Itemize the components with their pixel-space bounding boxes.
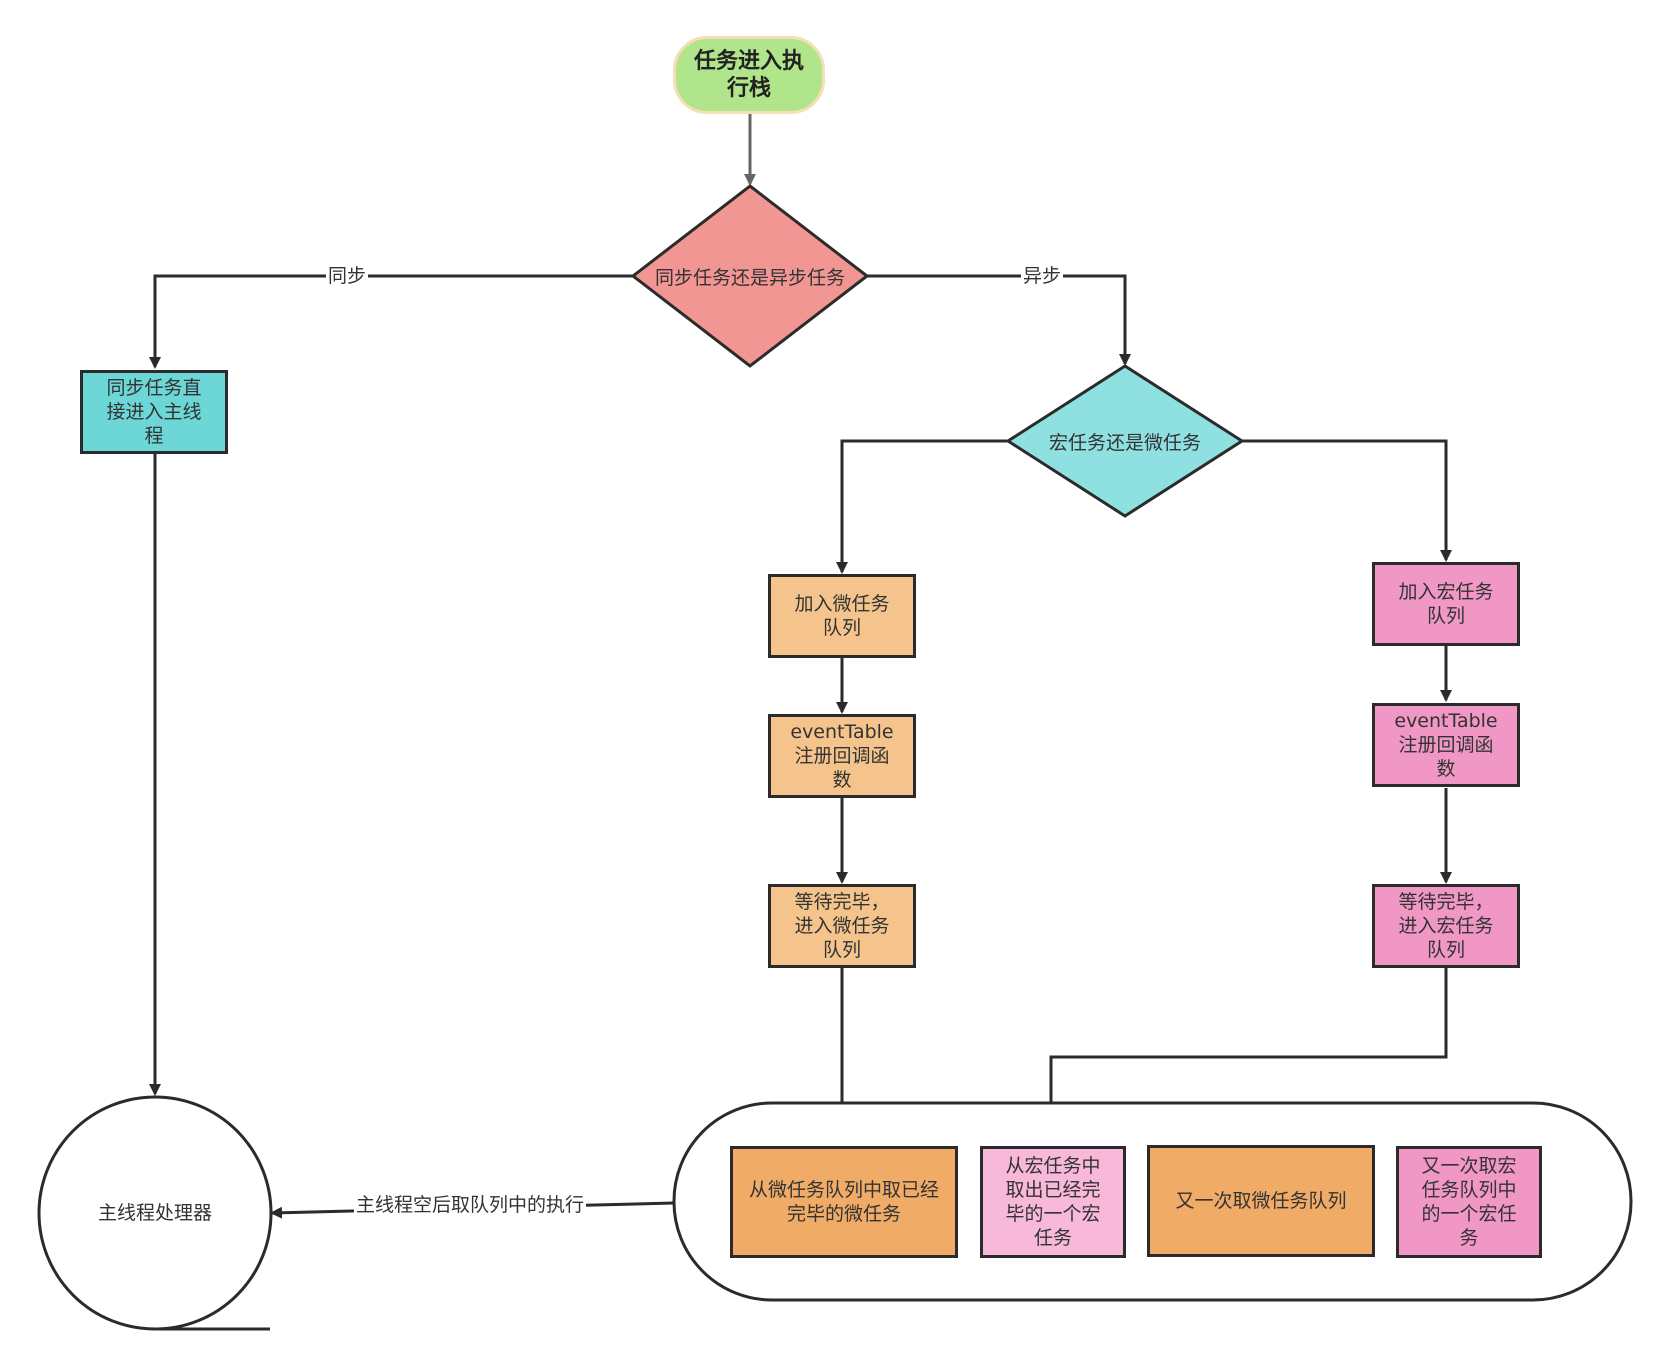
edge-sync (149, 274, 633, 369)
sync-task-box[interactable]: 同步任务直 接进入主线 程 (80, 370, 228, 454)
edge-label-main-thread: 主线程空后取队列中的执行 (354, 1194, 587, 1216)
queue-item-micro-1[interactable]: 从微任务队列中取已经 完毕的微任务 (730, 1146, 958, 1258)
macro-enqueue-label: 加入宏任务 队列 (1398, 581, 1494, 627)
decision-macro-micro-label: 宏任务还是微任务 (1048, 431, 1201, 454)
macro-event-table-label: eventTable 注册回调函 数 (1394, 710, 1498, 780)
queue-item-micro-2[interactable]: 又一次取微任务队列 (1147, 1145, 1375, 1257)
queue-item-micro-1-label: 从微任务队列中取已经 完毕的微任务 (748, 1179, 939, 1225)
macro-wait-label: 等待完毕， 进入宏任务 队列 (1398, 891, 1494, 961)
start-label: 任务进入执 行栈 (693, 49, 804, 101)
edge-async (867, 274, 1131, 366)
micro-enqueue-box[interactable]: 加入微任务 队列 (768, 574, 916, 658)
start-node[interactable]: 任务进入执 行栈 (673, 36, 825, 114)
edge-to-micro (836, 439, 1008, 574)
micro-event-table-label: eventTable 注册回调函 数 (790, 721, 894, 791)
edge-macro-3 (1045, 967, 1448, 1143)
decision-macro-micro-shape[interactable] (1005, 364, 1245, 518)
decision-sync-async-shape[interactable] (630, 184, 870, 368)
macro-wait-box[interactable]: 等待完毕， 进入宏任务 队列 (1372, 884, 1520, 968)
main-thread-label: 主线程处理器 (97, 1202, 212, 1224)
micro-wait-box[interactable]: 等待完毕， 进入微任务 队列 (768, 884, 916, 968)
edge-label-sync: 同步 (326, 265, 369, 287)
micro-event-table-box[interactable]: eventTable 注册回调函 数 (768, 714, 916, 798)
queue-item-macro-1-label: 从宏任务中 取出已经完 毕的一个宏 任务 (1005, 1155, 1101, 1249)
edge-label-async: 异步 (1021, 265, 1064, 287)
macro-enqueue-box[interactable]: 加入宏任务 队列 (1372, 562, 1520, 646)
queue-item-micro-2-label: 又一次取微任务队列 (1175, 1190, 1347, 1212)
decision-sync-async-label: 同步任务还是异步任务 (654, 266, 845, 289)
sync-task-label: 同步任务直 接进入主线 程 (106, 377, 202, 447)
edge-to-macro (1242, 439, 1452, 562)
queue-item-macro-1[interactable]: 从宏任务中 取出已经完 毕的一个宏 任务 (980, 1146, 1126, 1258)
queue-item-macro-2-label: 又一次取宏 任务队列中 的一个宏任 务 (1421, 1155, 1517, 1249)
micro-enqueue-label: 加入微任务 队列 (794, 593, 890, 639)
macro-event-table-box[interactable]: eventTable 注册回调函 数 (1372, 703, 1520, 787)
micro-wait-label: 等待完毕， 进入微任务 队列 (794, 891, 890, 961)
queue-item-macro-2[interactable]: 又一次取宏 任务队列中 的一个宏任 务 (1396, 1146, 1542, 1258)
